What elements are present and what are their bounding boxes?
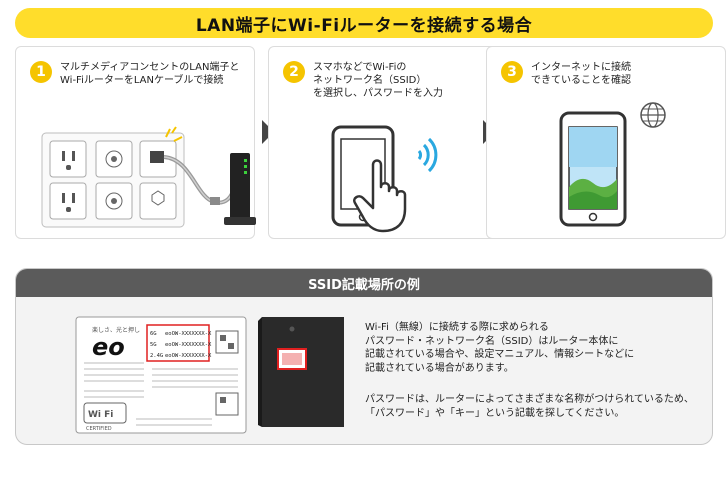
- smartphone-connected-illustration: [559, 102, 666, 227]
- step-2-card: 2 スマホなどでWi-Fiの ネットワーク名（SSID） を選択し、パスワードを…: [268, 46, 508, 239]
- label-ssid-6g: eoOW-XXXXXXX-X: [165, 331, 212, 337]
- label-band-5g: 5G: [150, 342, 157, 348]
- label-ssid-24g: eoOW-XXXXXXX-X: [165, 353, 212, 359]
- step-1-text: マルチメディアコンセントのLAN端子と Wi-FiルーターをLANケーブルで接続: [60, 62, 240, 86]
- router-label-illustration: 楽しさ、光と押し eo 6G eoOW-XXXXXXX-X 5G eoOW-XX…: [75, 316, 344, 434]
- step-1-number: 1: [30, 61, 52, 83]
- ssid-section-header: SSID記載場所の例: [16, 269, 712, 297]
- ssid-description-2: パスワードは、ルーターによってさまざまな名称がつけられているため、 「パスワード…: [365, 394, 694, 419]
- page-title-banner: LAN端子にWi-Fiルーターを接続する場合: [15, 8, 713, 38]
- step-2-text: スマホなどでWi-Fiの ネットワーク名（SSID） を選択し、パスワードを入力: [313, 62, 443, 99]
- step-2-number: 2: [283, 61, 305, 83]
- label-band-6g: 6G: [150, 331, 157, 337]
- label-brand-logo: eo: [92, 333, 125, 361]
- step-3-text: インターネットに接続 できていることを確認: [531, 62, 631, 86]
- label-certified: CERTIFIED: [86, 426, 112, 432]
- step-3-number: 3: [501, 61, 523, 83]
- step-1-card: 1 マルチメディアコンセントのLAN端子と Wi-FiルーターをLANケーブルで…: [15, 46, 256, 239]
- label-band-24g: 2.4G: [150, 353, 163, 359]
- ssid-description-1: Wi-Fi（無線）に接続する際に求められる パスワード・ネットワーク名（SSID…: [365, 322, 635, 374]
- smartphone-tap-illustration: [331, 125, 438, 233]
- page-title: LAN端子にWi-Fiルーターを接続する場合: [195, 15, 533, 36]
- label-tagline: 楽しさ、光と押し: [92, 326, 140, 334]
- ssid-location-panel: SSID記載場所の例 楽しさ、光と押し eo 6G eoOW-XXXXXXX-X…: [15, 268, 713, 445]
- outlet-router-illustration: [41, 126, 256, 228]
- label-ssid-5g: eoOW-XXXXXXX-X: [165, 342, 212, 348]
- ssid-section-title: SSID記載場所の例: [308, 277, 420, 293]
- step-3-card: 3 インターネットに接続 できていることを確認: [486, 46, 726, 239]
- label-wifi-mark: Wi Fi: [88, 410, 113, 420]
